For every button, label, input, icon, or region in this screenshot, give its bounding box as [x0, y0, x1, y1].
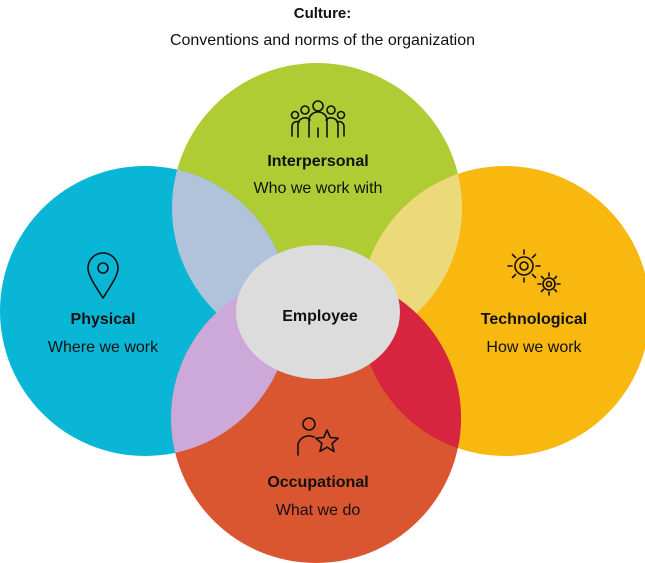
diagram-title: Culture: — [293, 5, 352, 22]
occupational-title: Occupational — [267, 474, 368, 491]
overlap-interpersonal-physical — [172, 166, 290, 353]
gears-icon — [507, 249, 561, 296]
overlap-physical-occupational — [171, 273, 290, 456]
physical-title: Physical — [71, 311, 136, 328]
occupational-desc: What we do — [276, 502, 361, 519]
person-star-icon — [297, 417, 339, 456]
physical-desc: Where we work — [48, 339, 159, 356]
interpersonal-desc: Who we work with — [254, 180, 383, 197]
center-employee-label: Employee — [282, 308, 358, 325]
interpersonal-title: Interpersonal — [267, 153, 368, 170]
center-employee-ellipse — [236, 245, 400, 379]
people-group-icon — [290, 100, 346, 138]
technological-desc: How we work — [486, 339, 582, 356]
technological-title: Technological — [481, 311, 587, 328]
diagram-subtitle: Conventions and norms of the organizatio… — [169, 32, 476, 49]
overlap-interpersonal-technological — [360, 166, 462, 353]
location-pin-icon — [87, 252, 119, 299]
